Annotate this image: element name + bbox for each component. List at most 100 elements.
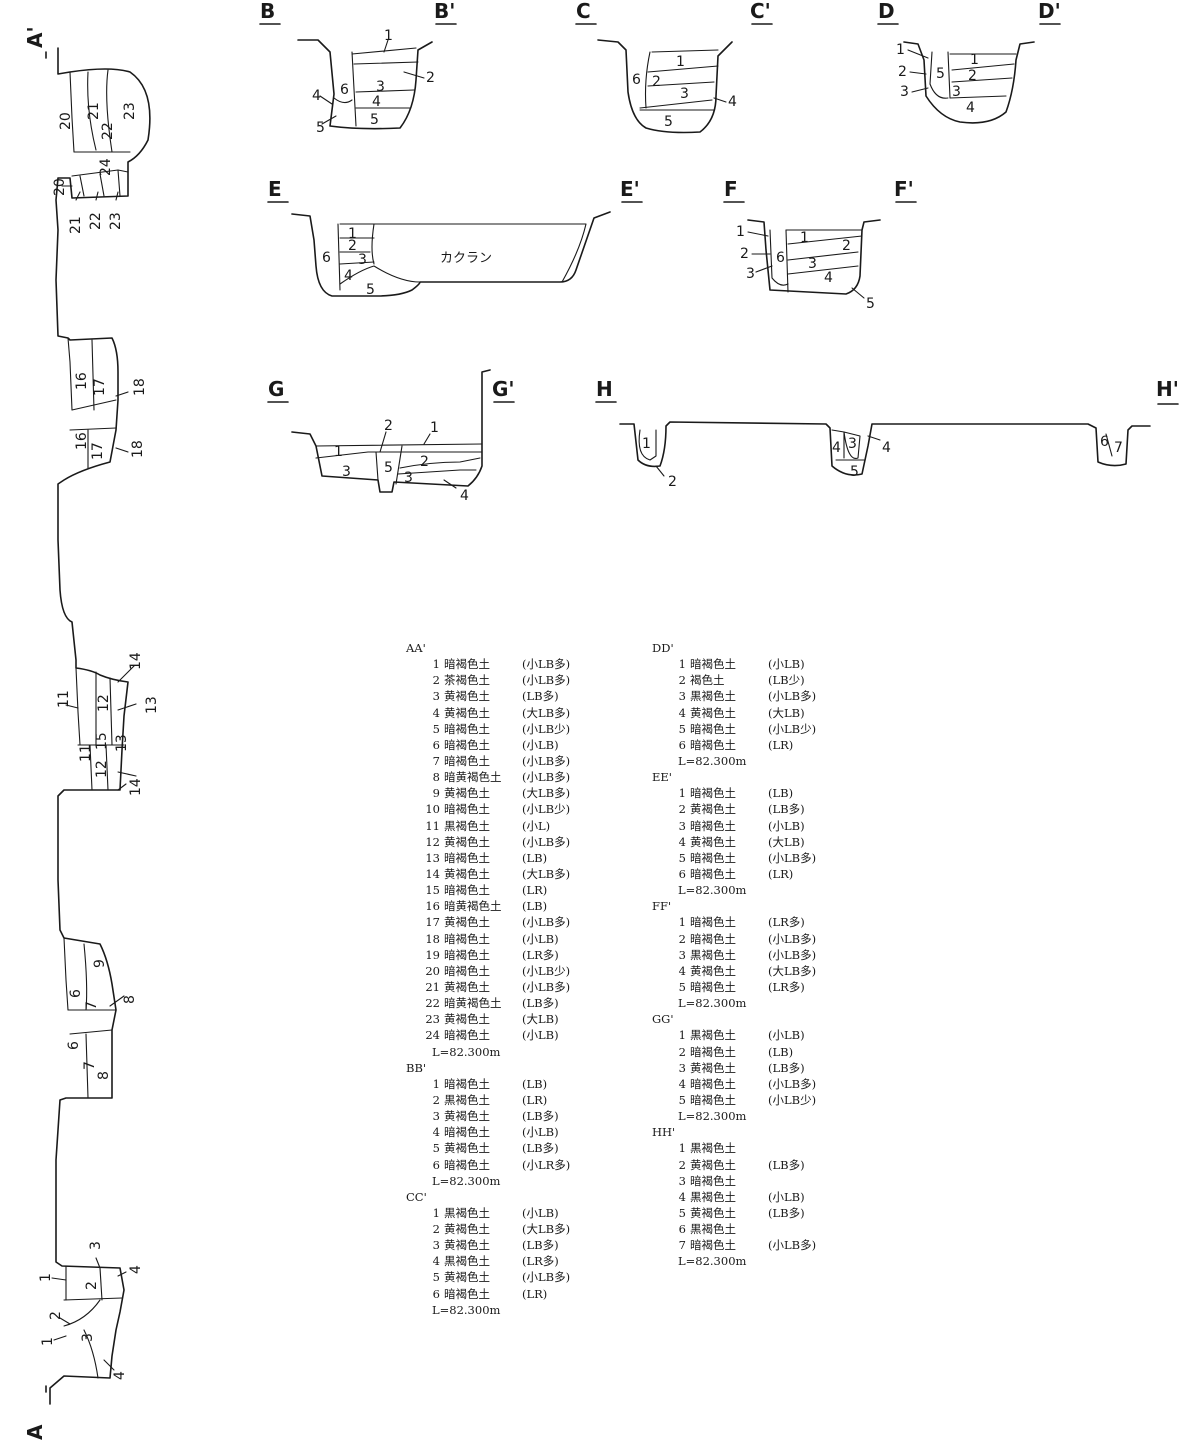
leader-line <box>655 465 665 477</box>
legend-section-header: BB' <box>406 1060 427 1075</box>
layer-number-label: 1 <box>642 436 651 452</box>
inclusion-note: (小LB) <box>768 1189 805 1204</box>
layer-number: 3 <box>678 947 686 962</box>
layer-number: 11 <box>425 818 440 833</box>
layer-boundary <box>339 261 375 265</box>
section-marker-d: D <box>878 0 895 23</box>
inclusion-note: (小LB多) <box>768 1076 817 1091</box>
layer-number-label: 1 <box>384 28 393 44</box>
layer-number: 2 <box>432 1222 440 1237</box>
inclusion-note: (小LB) <box>522 1125 559 1140</box>
layer-number: 2 <box>678 931 686 946</box>
soil-name: 黄褐色土 <box>444 834 490 849</box>
soil-name: 黄褐色土 <box>690 802 736 817</box>
inclusion-note: (大LB多) <box>522 786 571 801</box>
inclusion-note: (大LB多) <box>522 705 571 720</box>
leader-line <box>115 391 129 397</box>
layer-number-label: 7 <box>1114 440 1123 456</box>
soil-name: 暗褐色土 <box>444 963 490 978</box>
layer-number: 17 <box>425 915 440 930</box>
profile-line <box>903 41 1035 124</box>
layer-number: 19 <box>425 947 440 962</box>
layer-number-label: 4 <box>824 270 833 286</box>
layer-number-label: 4 <box>728 94 737 110</box>
legend-section-header: CC' <box>406 1189 427 1204</box>
soil-name: 暗褐色土 <box>690 1238 736 1253</box>
layer-number-label: 14 <box>128 778 144 796</box>
inclusion-note: (LR) <box>768 866 794 881</box>
layer-number: 4 <box>432 1125 440 1140</box>
section-aa-profile: A' A <box>23 26 160 1440</box>
soil-name: 黄褐色土 <box>690 705 736 720</box>
layer-number-label: 21 <box>68 216 84 234</box>
profile-line <box>297 39 433 130</box>
layer-boundary <box>951 63 1015 71</box>
layer-number: 2 <box>432 1092 440 1107</box>
profile-line <box>291 369 491 493</box>
legend-row: 4 黄褐色土 (大LB多) <box>406 705 626 721</box>
layer-number-label: 1 <box>430 420 439 436</box>
soil-name: 暗褐色土 <box>690 737 736 752</box>
soil-name: 黄褐色土 <box>444 705 490 720</box>
leader-line <box>117 703 137 711</box>
layer-number: 1 <box>432 657 440 672</box>
layer-number-label: 5 <box>850 464 859 480</box>
layer-number: 3 <box>432 689 440 704</box>
layer-boundary <box>69 71 75 153</box>
inclusion-note: (小L) <box>522 818 551 833</box>
layer-number-label: 2 <box>740 246 749 262</box>
layer-number: 4 <box>678 1076 686 1091</box>
layer-number-label: 3 <box>900 84 909 100</box>
layer-number-label: 22 <box>88 212 104 230</box>
inclusion-note: (小LB) <box>768 657 805 672</box>
layer-boundary <box>843 431 861 460</box>
soil-name: 暗褐色土 <box>444 1157 490 1172</box>
section-dd-profile: D D' 123 512 34 <box>877 0 1061 124</box>
layer-number-label: 4 <box>832 440 841 456</box>
layer-number-label: 2 <box>668 474 677 490</box>
layer-boundary <box>373 223 587 283</box>
layer-number-label: 6 <box>322 250 331 266</box>
leader-line <box>109 995 125 1007</box>
layer-number-label: 6 <box>776 250 785 266</box>
inclusion-note: (LB多) <box>522 996 559 1011</box>
layer-number: 18 <box>425 931 440 946</box>
inclusion-note: (小LB多) <box>768 850 817 865</box>
layer-number-label: 3 <box>848 436 857 452</box>
layer-number-label: 1 <box>676 54 685 70</box>
layer-numbers-aa: 20 21 22 23 24 20 21 22 23 16 17 18 16 1… <box>38 102 160 1380</box>
layer-number-label: 1 <box>896 42 905 58</box>
legend-section-header: AA' <box>406 641 426 655</box>
layer-number: 2 <box>678 1044 686 1059</box>
layer-number-label: 4 <box>966 100 975 116</box>
layer-number-label: 23 <box>108 212 124 230</box>
leader-line <box>95 191 99 201</box>
layer-boundary <box>337 223 341 291</box>
layer-number: 4 <box>432 705 440 720</box>
layer-boundary <box>63 937 69 1011</box>
layer-number-label: 16 <box>74 372 90 390</box>
leader-line <box>423 433 431 445</box>
layer-number-label: 4 <box>882 440 891 456</box>
inclusion-note: (大LB多) <box>522 1222 571 1237</box>
layer-number: 4 <box>678 1189 686 1204</box>
inclusion-note: (大LB) <box>768 834 805 849</box>
layer-boundary <box>375 451 379 481</box>
layer-number-label: 6 <box>1100 434 1109 450</box>
